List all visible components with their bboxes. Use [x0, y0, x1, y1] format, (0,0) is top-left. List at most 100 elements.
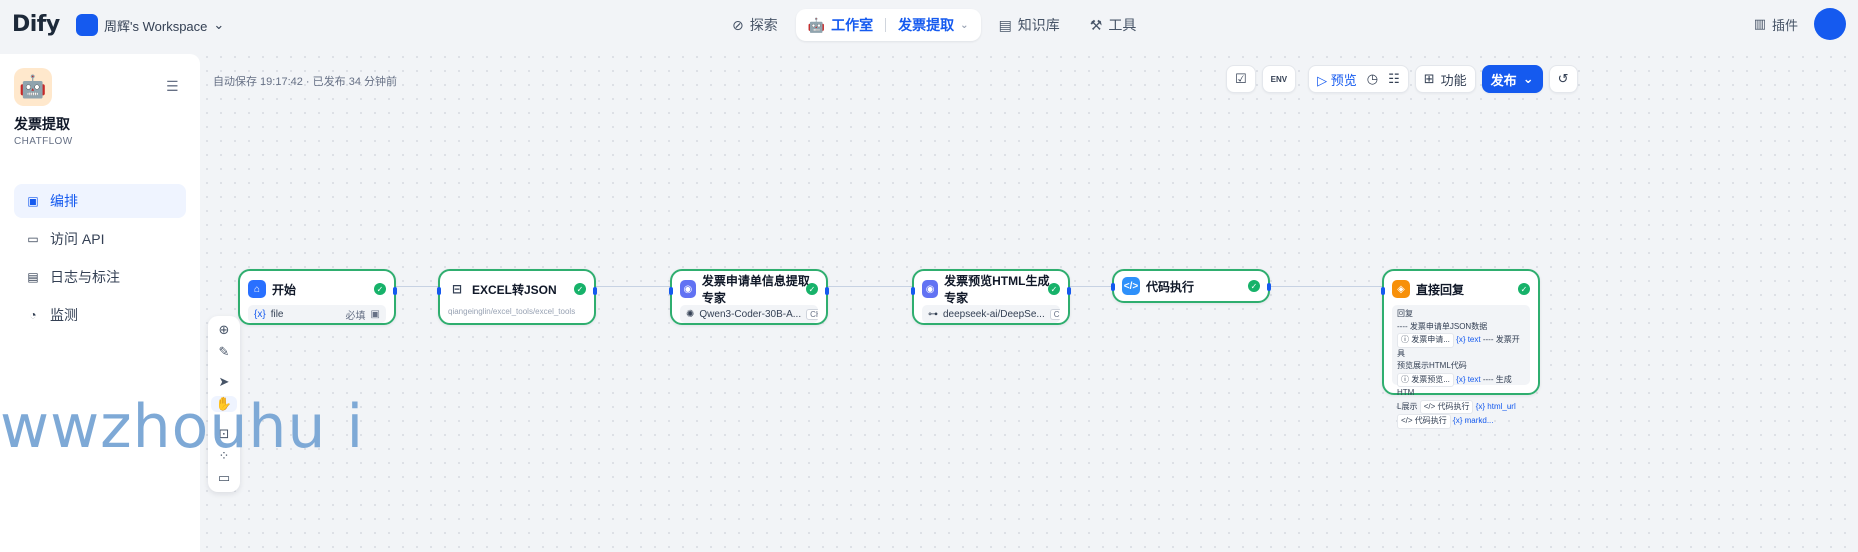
- node-handle[interactable]: [825, 287, 829, 295]
- node-llm-html-generate[interactable]: ◉ 发票预览HTML生成专家 ✓ ⊶ deepseek-ai/DeepSe...…: [911, 269, 1071, 325]
- publish-button[interactable]: 发布 ⌄: [1481, 65, 1543, 93]
- features-button[interactable]: ⊞ 功能: [1414, 65, 1476, 93]
- app-sidebar: 🤖 ☰ 发票提取 CHATFLOW ▣ 编排 ▭ 访问 API ▤ 日志与标注 …: [0, 54, 200, 552]
- app-name: 发票提取: [14, 116, 70, 132]
- preview-button[interactable]: ▷ 预览: [1317, 72, 1357, 88]
- reply-line: </> 代码执行 {x} markd...: [1397, 414, 1525, 429]
- sidebar-item-monitor[interactable]: ◔ 监测: [14, 298, 186, 332]
- sidebar-item-api[interactable]: ▭ 访问 API: [27, 231, 105, 247]
- pointer-icon[interactable]: ➤: [218, 374, 230, 389]
- app-type: CHATFLOW: [14, 136, 73, 147]
- sidebar-item-logs[interactable]: ▤ 日志与标注: [27, 269, 120, 285]
- node-header: ⌂ 开始 ✓: [248, 279, 386, 299]
- app-robot-icon: 🤖: [14, 68, 52, 106]
- workspace-name: 周辉's Workspace: [104, 18, 208, 34]
- node-start[interactable]: ⌂ 开始 ✓ {x} file 必填 ▣: [238, 269, 397, 325]
- preview-group: ▷ 预览 ◷ ☷: [1308, 65, 1409, 93]
- checklist-icon[interactable]: ☷: [1388, 71, 1400, 86]
- edge[interactable]: [1070, 286, 1112, 287]
- autosave-status: 自动保存 19:17:42 · 已发布 34 分钟前: [213, 76, 397, 88]
- excel-tool-icon: ⊟: [448, 280, 466, 298]
- compass-icon: ⊘: [732, 16, 744, 33]
- node-handle[interactable]: [393, 287, 397, 295]
- reply-content: 回复 ---- 发票申请单JSON数据 ⓘ 发票申请... {x} text -…: [1392, 305, 1530, 429]
- workspace-switcher[interactable]: 周辉's Workspace ⌄: [76, 14, 224, 36]
- link-icon: ⊶: [928, 308, 938, 320]
- home-icon: ⌂: [248, 280, 266, 298]
- user-avatar[interactable]: [1814, 8, 1846, 40]
- node-handle[interactable]: [1381, 287, 1385, 295]
- edge[interactable]: [596, 286, 670, 287]
- edge[interactable]: [828, 286, 912, 287]
- nav-explore[interactable]: ⊘ 探索: [732, 16, 778, 34]
- check-icon: ✓: [1048, 283, 1060, 295]
- features-icon: ⊞: [1423, 71, 1435, 86]
- chevron-down-icon: ⌄: [213, 17, 225, 32]
- hammer-icon: ⚒: [1089, 16, 1103, 33]
- node-direct-reply[interactable]: ◈ 直接回复 ✓ 回复 ---- 发票申请单JSON数据 ⓘ 发票申请... {…: [1381, 269, 1540, 429]
- sidebar-menu: ▣ 编排 ▭ 访问 API ▤ 日志与标注 ◔ 监测: [14, 184, 186, 336]
- export-image-icon[interactable]: ⊡: [218, 426, 230, 441]
- checklist-button[interactable]: ☑: [1226, 65, 1256, 93]
- node-handle[interactable]: [437, 287, 441, 295]
- model-icon: ✺: [686, 308, 695, 320]
- edge[interactable]: [1270, 286, 1382, 287]
- check-icon: ✓: [374, 283, 386, 295]
- node-handle[interactable]: [1067, 287, 1071, 295]
- nav-studio[interactable]: 🤖 工作室 发票提取 ⌄: [795, 9, 981, 41]
- run-history-icon[interactable]: ◷: [1366, 71, 1379, 86]
- plugin-icon: ▥: [1753, 16, 1766, 31]
- check-icon: ✓: [1518, 283, 1530, 295]
- var-chip: ⓘ 发票预览...: [1397, 372, 1454, 387]
- node-header: ◈ 直接回复 ✓: [1392, 279, 1530, 299]
- terminal-icon: ▭: [27, 232, 39, 246]
- node-handle[interactable]: [1267, 283, 1271, 291]
- node-handle[interactable]: [1111, 283, 1115, 291]
- book-icon: ▤: [998, 16, 1012, 33]
- watermark-text: wwzhouhu i: [0, 392, 365, 462]
- canvas-controls: ⊕ ✎ ➤ ✋ ⊡ ⁘ ▭: [208, 316, 240, 492]
- node-code-exec[interactable]: </> 代码执行 ✓: [1111, 269, 1271, 303]
- chevron-down-icon: ⌄: [960, 19, 969, 31]
- nav-tools[interactable]: ⚒ 工具: [1089, 16, 1137, 34]
- dify-logo[interactable]: Dify: [12, 12, 60, 37]
- current-app-name[interactable]: 发票提取: [898, 17, 955, 33]
- model-selector: ⊶ deepseek-ai/DeepSe... CHAT: [922, 305, 1060, 323]
- reply-line: 预览展示HTML代码: [1397, 361, 1467, 370]
- canvas-toolbar: ☑ ENV ▷ 预览 ◷ ☷ ⊞ 功能 发布 ⌄ ↺: [1226, 65, 1578, 93]
- chat-check-icon: ☑: [1235, 71, 1247, 86]
- history-icon: ↺: [1557, 71, 1569, 86]
- env-button[interactable]: ENV: [1261, 65, 1297, 93]
- node-handle[interactable]: [911, 287, 915, 295]
- node-llm-invoice-extract[interactable]: ◉ 发票申请单信息提取专家 ✓ ✺ Qwen3-Coder-30B-A... C…: [669, 269, 829, 325]
- node-excel-to-json[interactable]: ⊟ EXCEL转JSON ✓ qiangeinglin/excel_tools/…: [437, 269, 597, 325]
- var-chip: </> 代码执行: [1419, 399, 1474, 414]
- node-handle[interactable]: [669, 287, 673, 295]
- edge[interactable]: [396, 286, 438, 287]
- tool-path: qiangeinglin/excel_tools/excel_tools: [448, 307, 576, 316]
- add-node-icon[interactable]: ⊕: [218, 322, 230, 337]
- robot-icon: 🤖: [807, 16, 826, 33]
- reply-line: ⓘ 发票申请... {x} text ---- 发票开具: [1397, 333, 1520, 358]
- var-chip: </> 代码执行: [1397, 414, 1451, 429]
- hand-icon[interactable]: ✋: [211, 396, 237, 412]
- sidebar-item-orchestrate[interactable]: ▣ 编排: [14, 184, 186, 218]
- node-handle[interactable]: [593, 287, 597, 295]
- nav-knowledge[interactable]: ▤ 知识库: [998, 16, 1060, 34]
- llm-icon: ◉: [680, 280, 696, 298]
- reply-line: ---- 发票申请单JSON数据: [1397, 321, 1488, 331]
- node-header: ◉ 发票预览HTML生成专家 ✓: [922, 274, 1060, 305]
- file-type-icon: ▣: [370, 308, 380, 320]
- workspace-badge: [76, 14, 98, 36]
- sliders-icon[interactable]: ☰: [166, 78, 179, 94]
- plugins-button[interactable]: ▥ 插件: [1753, 16, 1798, 33]
- workflow-canvas[interactable]: 自动保存 19:17:42 · 已发布 34 分钟前 ☑ ENV ▷ 预览 ◷ …: [200, 50, 1858, 552]
- layout-icon: ▣: [27, 194, 39, 208]
- check-icon: ✓: [1248, 280, 1260, 292]
- organize-icon[interactable]: ⁘: [218, 448, 230, 463]
- node-header: ⊟ EXCEL转JSON ✓: [448, 279, 586, 299]
- reply-label: 回复: [1397, 309, 1413, 318]
- version-history-button[interactable]: ↺: [1548, 65, 1578, 93]
- minimap-icon[interactable]: ▭: [217, 470, 231, 485]
- add-note-icon[interactable]: ✎: [218, 344, 230, 359]
